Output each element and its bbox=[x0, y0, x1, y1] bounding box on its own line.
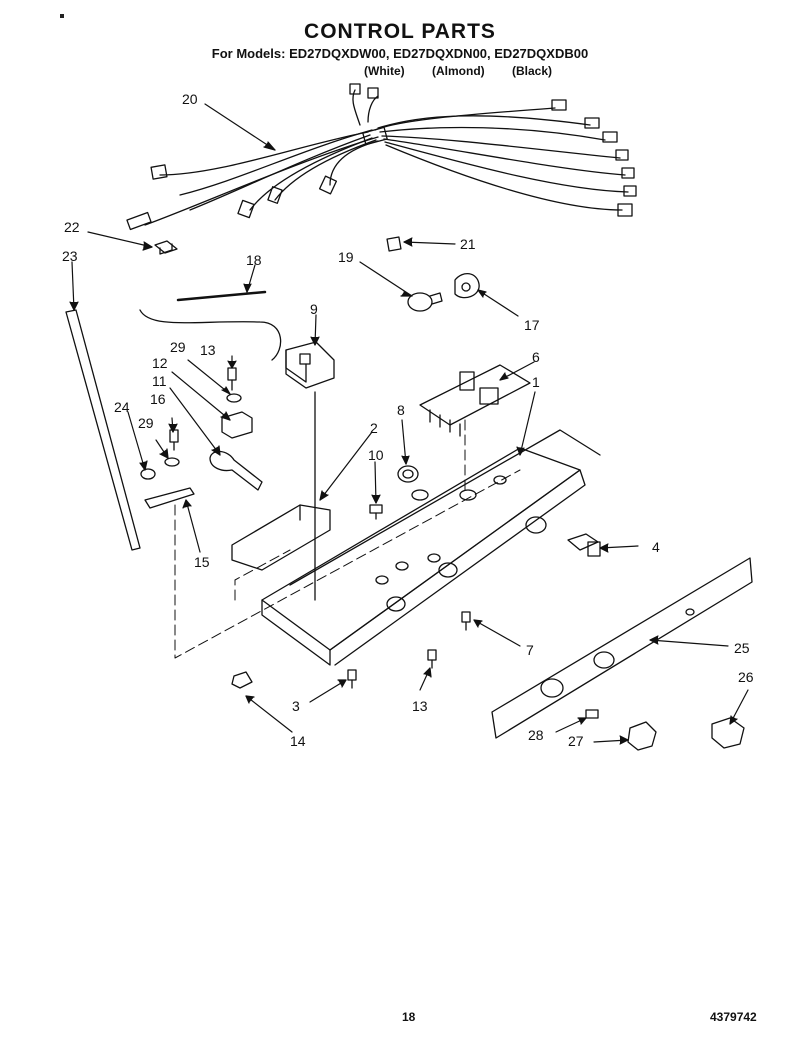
part-10-screw bbox=[369, 504, 383, 520]
part-29-washer-left bbox=[164, 457, 180, 467]
part-26-knob bbox=[711, 717, 745, 749]
part-24-washer bbox=[140, 468, 156, 480]
callout-24: 24 bbox=[114, 399, 130, 415]
part-7-screw bbox=[461, 611, 471, 631]
callout-20: 20 bbox=[182, 91, 198, 107]
corner-mark bbox=[60, 14, 64, 18]
part-6-control-board bbox=[419, 364, 531, 437]
reference-lines bbox=[174, 419, 521, 659]
callout-13-bottom: 13 bbox=[412, 698, 428, 714]
callout-18: 18 bbox=[246, 252, 262, 268]
part-28-label bbox=[585, 709, 599, 719]
callout-14: 14 bbox=[290, 733, 306, 749]
page-number: 18 bbox=[402, 1010, 416, 1024]
part-29-washer-top bbox=[226, 393, 242, 403]
callout-6: 6 bbox=[532, 349, 540, 365]
document-number: 4379742 bbox=[710, 1010, 757, 1024]
callout-15: 15 bbox=[194, 554, 210, 570]
part-3-screw bbox=[347, 669, 357, 689]
callout-28: 28 bbox=[528, 727, 544, 743]
part-13-screw-bottom bbox=[427, 649, 437, 669]
callout-16: 16 bbox=[150, 391, 166, 407]
wiring-harness bbox=[126, 83, 637, 231]
part-18-tube bbox=[139, 290, 282, 361]
part-19-bulb bbox=[407, 292, 443, 312]
callout-13-top: 13 bbox=[200, 342, 216, 358]
part-13-screw-top bbox=[227, 367, 237, 391]
callout-8: 8 bbox=[397, 402, 405, 418]
part-17-lamp-socket bbox=[454, 273, 480, 299]
part-27-knob bbox=[627, 721, 657, 751]
callout-12: 12 bbox=[152, 355, 168, 371]
part-8-knob-shaft bbox=[397, 465, 419, 483]
part-12-bracket bbox=[221, 411, 253, 439]
part-14-clip bbox=[231, 671, 253, 689]
part-21-clip bbox=[386, 236, 402, 252]
part-4-switch bbox=[567, 533, 601, 557]
color-black: (Black) bbox=[512, 64, 553, 78]
callout-21: 21 bbox=[460, 236, 476, 252]
part-23-rod bbox=[65, 309, 141, 551]
part-22-clip bbox=[154, 240, 178, 255]
callout-19: 19 bbox=[338, 249, 354, 265]
callout-3: 3 bbox=[292, 698, 300, 714]
leader-lines bbox=[69, 103, 749, 745]
callout-7: 7 bbox=[526, 642, 534, 658]
callout-27: 27 bbox=[568, 733, 584, 749]
callout-labels: 20 22 21 23 18 19 17 9 29 13 12 11 6 1 1… bbox=[62, 91, 754, 749]
models-line: For Models: ED27DQXDW00, ED27DQXDN00, ED… bbox=[211, 46, 589, 61]
callout-25: 25 bbox=[734, 640, 750, 656]
callout-26: 26 bbox=[738, 669, 754, 685]
callout-1: 1 bbox=[532, 374, 540, 390]
callout-9: 9 bbox=[310, 301, 318, 317]
color-almond: (Almond) bbox=[432, 64, 485, 78]
callout-11: 11 bbox=[152, 373, 167, 389]
part-15-link bbox=[144, 487, 195, 509]
callout-17: 17 bbox=[524, 317, 540, 333]
callout-29-left: 29 bbox=[138, 415, 154, 431]
callout-10: 10 bbox=[368, 447, 384, 463]
callout-29-top: 29 bbox=[170, 339, 186, 355]
part-2-bracket bbox=[231, 504, 331, 571]
part-1-control-housing bbox=[261, 429, 601, 666]
callout-23: 23 bbox=[62, 248, 78, 264]
callout-22: 22 bbox=[64, 219, 80, 235]
color-white: (White) bbox=[364, 64, 405, 78]
part-25-control-panel bbox=[491, 557, 753, 739]
part-16-screw bbox=[169, 429, 179, 451]
callout-2: 2 bbox=[370, 420, 378, 436]
page-title: CONTROL PARTS bbox=[304, 20, 496, 43]
part-11-sensor bbox=[209, 450, 263, 491]
callout-4: 4 bbox=[652, 539, 660, 555]
